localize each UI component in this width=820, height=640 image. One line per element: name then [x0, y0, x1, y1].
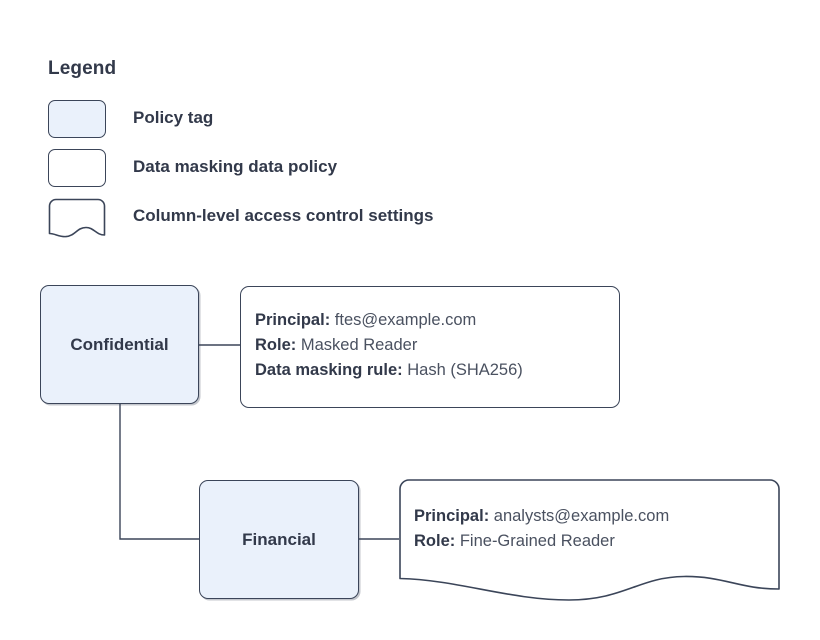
doc-line-principal: Principal: analysts@example.com — [414, 504, 669, 529]
legend-title: Legend — [48, 58, 117, 79]
node-financial[interactable]: Financial — [199, 480, 359, 599]
legend-swatch-data-masking-policy — [48, 149, 106, 187]
doc-key-role: Role: — [414, 532, 456, 550]
detail-box-confidential-policy[interactable]: Principal: ftes@example.com Role: Masked… — [240, 286, 620, 408]
node-financial-label: Financial — [242, 529, 316, 549]
detail-line-principal: Principal: ftes@example.com — [255, 308, 476, 333]
doc-value-principal: analysts@example.com — [493, 507, 670, 525]
detail-value-masking-rule: Hash (SHA256) — [407, 361, 523, 379]
legend-label-column-access-settings: Column-level access control settings — [133, 206, 434, 225]
detail-key-principal: Principal: — [255, 311, 331, 329]
node-confidential[interactable]: Confidential — [40, 285, 199, 404]
doc-line-role: Role: Fine-Grained Reader — [414, 529, 615, 554]
legend-swatch-policy-tag — [48, 100, 106, 138]
detail-line-role: Role: Masked Reader — [255, 333, 417, 358]
detail-key-role: Role: — [255, 336, 297, 354]
legend-label-policy-tag: Policy tag — [133, 108, 214, 127]
detail-box-financial-settings[interactable]: Principal: analysts@example.com Role: Fi… — [399, 479, 781, 605]
detail-line-masking-rule: Data masking rule: Hash (SHA256) — [255, 358, 523, 383]
legend-swatch-column-access-settings — [48, 198, 106, 238]
detail-key-masking-rule: Data masking rule: — [255, 361, 403, 379]
doc-key-principal: Principal: — [414, 507, 490, 525]
node-confidential-label: Confidential — [70, 334, 169, 354]
detail-value-role: Masked Reader — [300, 336, 418, 354]
doc-value-role: Fine-Grained Reader — [459, 532, 615, 550]
legend-label-data-masking-policy: Data masking data policy — [133, 157, 338, 176]
detail-value-principal: ftes@example.com — [334, 311, 477, 329]
